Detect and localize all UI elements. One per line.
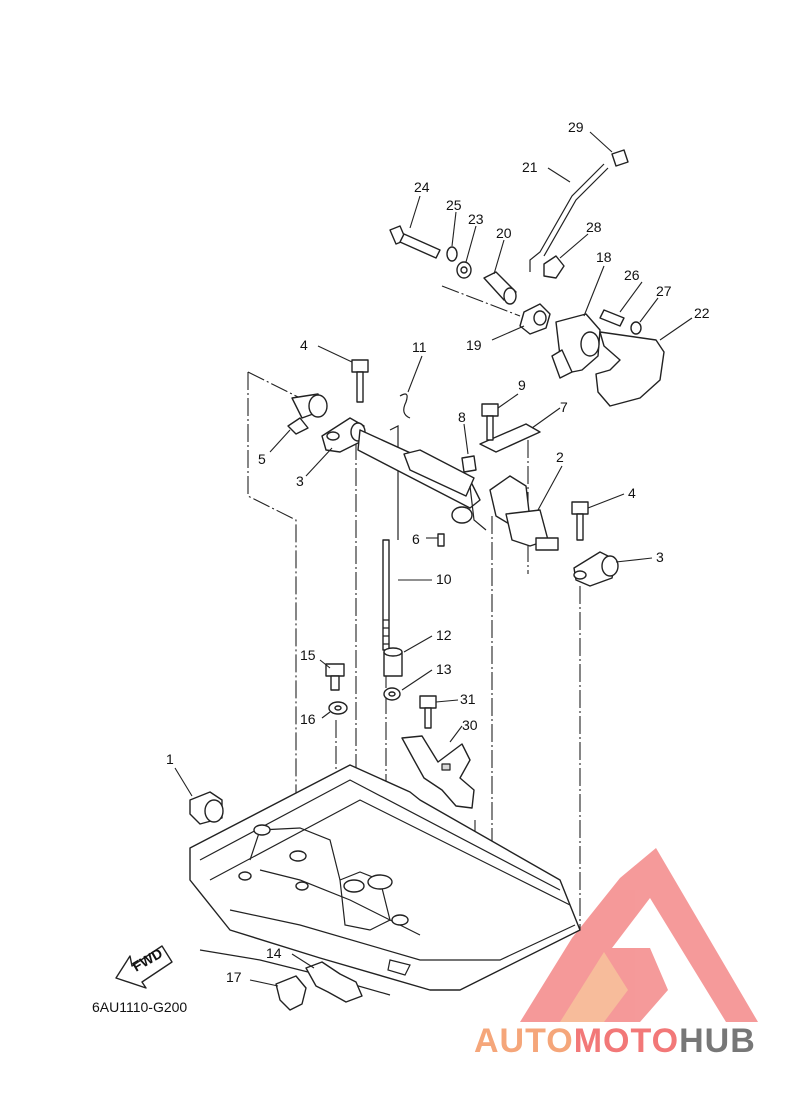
part-25-washer xyxy=(446,211,458,262)
part-number: 5 xyxy=(258,451,266,467)
part-14-bracket xyxy=(291,953,363,1003)
part-23-washer xyxy=(456,225,477,279)
part-19-arm xyxy=(491,303,551,341)
part-4-right-bolt xyxy=(571,493,625,541)
part-number: 21 xyxy=(522,159,538,175)
part-30-bracket xyxy=(401,725,475,809)
part-15-bolt xyxy=(319,659,345,691)
automotohub-wordmark: AUTOMOTOHUB xyxy=(474,1022,756,1061)
part-6-pin xyxy=(426,533,445,547)
part-31-bolt xyxy=(419,695,459,729)
bottom-cowling xyxy=(189,764,581,996)
part-5-clip xyxy=(269,393,328,453)
fwd-arrow-icon: FWD xyxy=(115,945,173,989)
part-number: 10 xyxy=(436,571,452,587)
wordmark-part-moto: MOTO xyxy=(573,1022,680,1060)
part-number: 12 xyxy=(436,627,452,643)
part-number: 9 xyxy=(518,377,526,393)
part-22-bracket xyxy=(595,317,693,407)
part-number: 24 xyxy=(414,179,430,195)
part-number: 4 xyxy=(300,337,308,353)
part-number: 18 xyxy=(596,249,612,265)
part-8-nut xyxy=(461,423,477,473)
part-17-clip xyxy=(249,975,307,1011)
part-number: 23 xyxy=(468,211,484,227)
part-number: 16 xyxy=(300,711,316,727)
part-number: 28 xyxy=(586,219,602,235)
part-11-clip xyxy=(399,355,423,419)
part-21-rod xyxy=(529,163,609,272)
part-26-bolt xyxy=(599,281,643,327)
part-number: 29 xyxy=(568,119,584,135)
wordmark-part-hub: HUB xyxy=(679,1022,756,1060)
diagram-code: 6AU1110-G200 xyxy=(92,999,187,1015)
part-number: 19 xyxy=(466,337,482,353)
part-2-shift-lever xyxy=(357,429,563,551)
part-20-collar xyxy=(483,239,517,305)
part-number: 25 xyxy=(446,197,462,213)
part-28-joint xyxy=(543,233,589,279)
part-number: 31 xyxy=(460,691,476,707)
part-number: 27 xyxy=(656,283,672,299)
part-29-cap xyxy=(589,131,629,167)
part-number: 3 xyxy=(296,473,304,489)
part-number: 14 xyxy=(266,945,282,961)
wordmark-part-auto: AUTO xyxy=(474,1022,574,1060)
part-3-left-collar xyxy=(305,417,366,477)
part-13-washer xyxy=(383,669,433,701)
part-10-rod xyxy=(382,425,432,651)
part-number: 15 xyxy=(300,647,316,663)
part-number: 17 xyxy=(226,969,242,985)
part-3-right-collar xyxy=(573,551,653,587)
part-12-sleeve xyxy=(383,635,433,677)
automotohub-logo xyxy=(520,848,758,1022)
part-7-plate xyxy=(479,407,561,453)
part-16-washer xyxy=(321,701,348,719)
part-9-bolt xyxy=(481,393,519,441)
part-1-grommet xyxy=(174,767,224,825)
part-number: 26 xyxy=(624,267,640,283)
part-number: 22 xyxy=(694,305,710,321)
part-number: 20 xyxy=(496,225,512,241)
part-24-bolt xyxy=(389,195,441,259)
part-number: 13 xyxy=(436,661,452,677)
part-number: 3 xyxy=(656,549,664,565)
part-number: 1 xyxy=(166,751,174,767)
part-4-upper-bolt xyxy=(317,345,369,403)
part-number: 2 xyxy=(556,449,564,465)
part-number: 7 xyxy=(560,399,568,415)
part-number: 11 xyxy=(412,339,427,355)
part-number: 4 xyxy=(628,485,636,501)
part-27-washer xyxy=(630,297,659,335)
part-18-lever xyxy=(551,265,605,379)
part-number: 8 xyxy=(458,409,466,425)
part-number: 30 xyxy=(462,717,478,733)
part-number-labels: 1 2 3 3 4 4 5 6 7 8 9 10 11 12 13 14 15 … xyxy=(166,119,710,985)
part-number: 6 xyxy=(412,531,420,547)
